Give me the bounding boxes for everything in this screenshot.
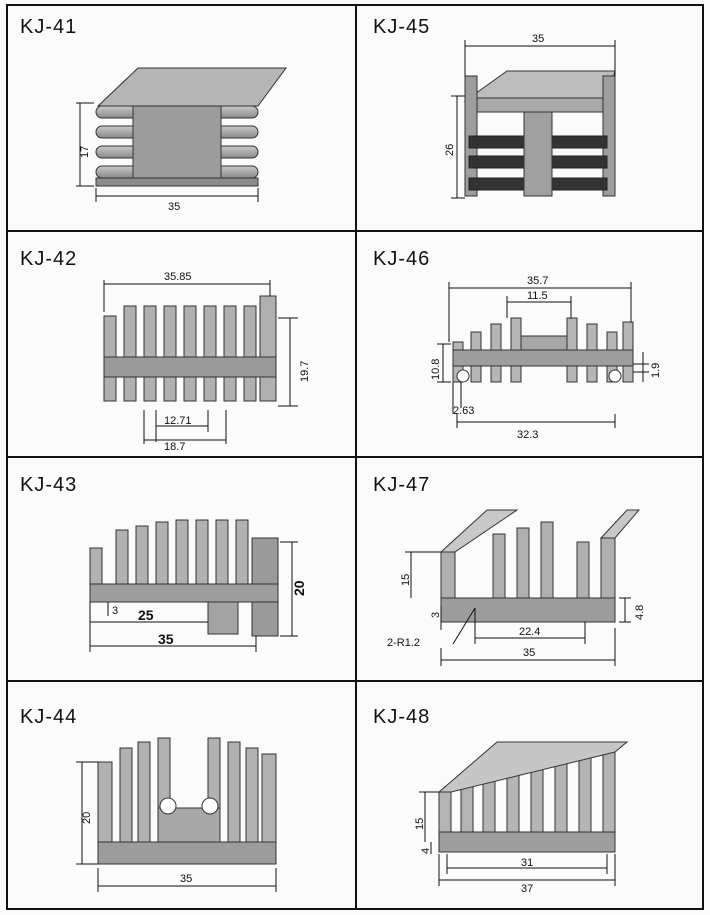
dim-width: 35 [180,873,192,885]
panel-kj-47: KJ-47 15 3 2-R1.2 [357,458,704,680]
panel-kj-46: KJ-46 35.7 [357,232,704,456]
heatsink-drawing: 35.85 19.7 12.71 18.7 [103,271,311,453]
dim-width: 35.7 [527,275,548,287]
dim-height: 10.8 [430,359,442,380]
dim-inner: 31 [521,857,533,869]
heatsink-drawing: 20 3 25 35 [89,519,307,652]
dim-height: 15 [400,574,412,586]
model-label: KJ-41 [20,16,78,38]
heatsink-drawing: 35 26 [444,33,616,199]
model-label: KJ-45 [373,16,431,38]
grid-divider-row1 [8,230,702,232]
dim-width: 35 [158,631,174,647]
panel-kj-45: KJ-45 35 [357,6,704,230]
model-label: KJ-46 [373,248,431,270]
dim-top: 11.5 [527,290,548,302]
dim-width: 35 [168,201,180,213]
panel-kj-44: KJ-44 20 [8,682,355,908]
dim-step: 3 [430,612,442,618]
panel-grid: KJ-41 [6,4,704,910]
model-label: KJ-48 [373,706,431,728]
dim-height: 17 [79,146,91,158]
dim-step: 4 [420,848,432,854]
heatsink-drawing: 15 4 31 37 [414,741,629,895]
dim-slot: 1.9 [650,363,662,378]
dim-step: 3 [112,605,118,617]
dim-height: 19.7 [299,361,311,382]
dim-width: 35 [523,647,535,659]
dim-outer: 18.7 [164,441,185,453]
heatsink-drawing: 20 35 [76,737,277,892]
grid-divider-row3 [8,680,702,682]
dim-height: 26 [444,144,456,156]
dim-inner: 25 [138,607,154,623]
model-label: KJ-42 [20,248,78,270]
dim-height: 15 [414,818,426,830]
heatsink-drawing: 15 3 2-R1.2 22.4 4.8 35 [387,509,646,666]
heatsink-drawing: 17 35 [76,67,287,213]
panel-kj-41: KJ-41 [8,6,355,230]
panel-kj-48: KJ-48 15 4 [357,682,704,908]
model-label: KJ-47 [373,474,431,496]
grid-divider-row2 [8,456,702,458]
dim-inner: 12.71 [164,415,192,427]
dim-groove: 2.63 [453,405,474,417]
panel-kj-42: KJ-42 35.85 [8,232,355,456]
heatsink-drawing: 35.7 11.5 10.8 1.9 2.63 32.3 [430,275,662,441]
dim-height: 20 [291,580,307,596]
dim-width: 37 [521,883,533,895]
dim-base: 32.3 [517,429,538,441]
dim-height: 20 [81,812,93,824]
dim-inner: 22.4 [519,626,540,638]
model-label: KJ-43 [20,474,78,496]
dim-width: 35 [532,33,544,45]
dim-radius: 2-R1.2 [387,637,420,649]
panel-kj-43: KJ-43 20 [8,458,355,680]
dim-width: 35.85 [164,271,192,283]
dim-side: 4.8 [634,605,646,620]
model-label: KJ-44 [20,706,78,728]
